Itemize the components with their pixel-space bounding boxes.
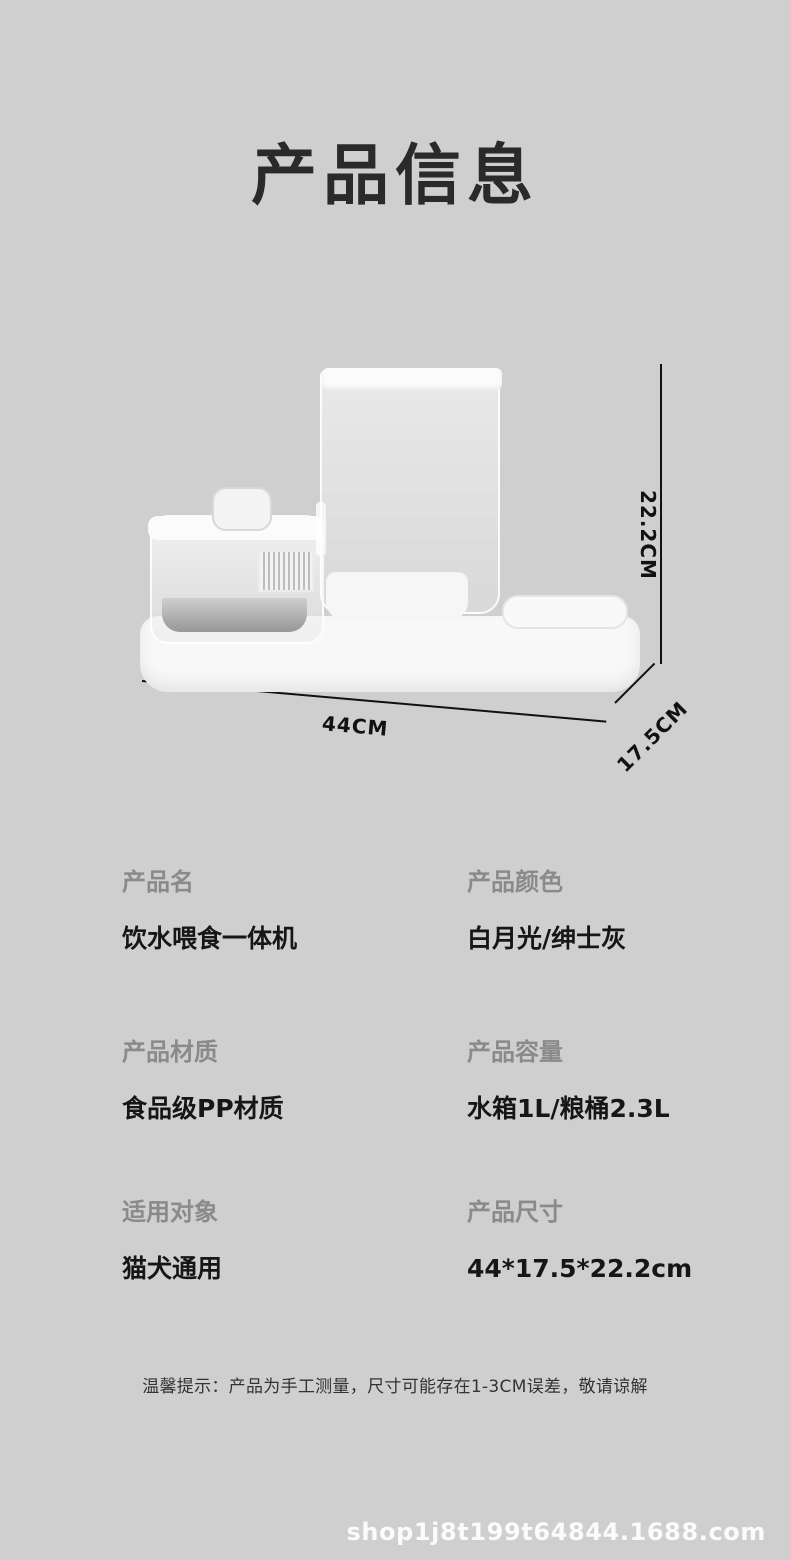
measurement-note: 温馨提示：产品为手工测量，尺寸可能存在1-3CM误差，敬请谅解 (142, 1377, 648, 1397)
spec-value: 饮水喂食一体机 (122, 924, 298, 953)
shop-watermark: shop1j8t199t64844.1688.com (346, 1518, 766, 1546)
spec-value: 食品级PP材质 (122, 1094, 284, 1123)
steel-water-bowl (162, 598, 307, 632)
spec-value: 白月光/绅士灰 (467, 924, 627, 953)
spec-label: 产品名 (122, 868, 194, 896)
spec-label: 产品颜色 (467, 868, 563, 896)
spec-product-size: 产品尺寸 44*17.5*22.2cm (467, 1200, 727, 1281)
spec-product-material: 产品材质 食品级PP材质 (122, 1040, 382, 1121)
spec-suitable-for: 适用对象 猫犬通用 (122, 1200, 382, 1281)
spec-product-name: 产品名 饮水喂食一体机 (122, 870, 382, 951)
spec-value: 水箱1L/粮桶2.3L (467, 1094, 670, 1123)
height-dimension-line (660, 364, 662, 664)
spec-value: 猫犬通用 (122, 1254, 223, 1283)
spec-label: 产品尺寸 (467, 1198, 563, 1226)
spec-label: 适用对象 (122, 1198, 218, 1226)
product-illustration: 22.2CM 17.5CM 44CM (120, 340, 720, 777)
food-bowl (502, 595, 628, 629)
spec-product-color: 产品颜色 白月光/绅士灰 (467, 870, 727, 951)
spec-label: 产品材质 (122, 1038, 218, 1066)
depth-dimension-label: 17.5CM (612, 696, 693, 777)
food-container-lid (322, 368, 502, 390)
page-title: 产品信息 (251, 137, 539, 214)
spec-value: 44*17.5*22.2cm (467, 1254, 693, 1283)
spec-label: 产品容量 (467, 1038, 563, 1066)
food-feeder-base (326, 572, 468, 620)
filter-box (258, 550, 314, 592)
spec-product-capacity: 产品容量 水箱1L/粮桶2.3L (467, 1040, 727, 1121)
height-dimension-label: 22.2CM (636, 490, 660, 580)
water-pump-top (212, 487, 272, 531)
width-dimension-label: 44CM (321, 711, 390, 741)
